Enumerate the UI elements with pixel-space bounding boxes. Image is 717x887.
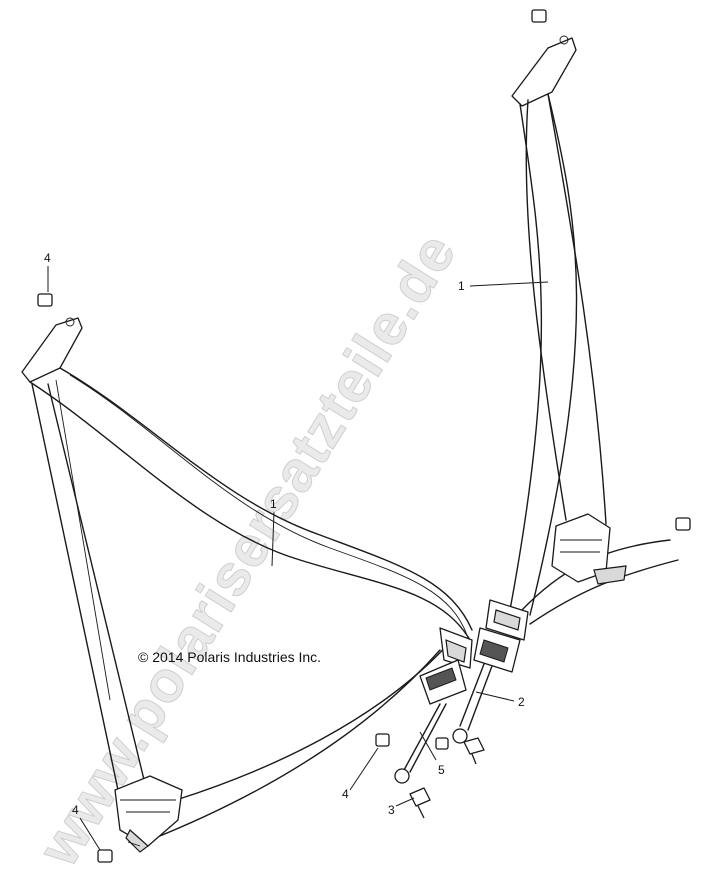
right-lap-strap-edge [529, 559, 679, 625]
nut-top-left [37, 293, 53, 307]
left-vertical-strap-inner [55, 379, 111, 701]
leader-4-bottom-left [79, 817, 101, 851]
buckle-5-button [425, 667, 457, 691]
cable-5 [403, 703, 447, 773]
cable-2 [459, 663, 493, 731]
callout-5: 5 [438, 763, 445, 777]
leader-1-left [271, 511, 275, 567]
leader-1-right [469, 281, 549, 287]
nut-top-right [531, 9, 547, 23]
bolt-3 [409, 787, 431, 819]
left-shoulder-strap [29, 381, 471, 641]
left-retractor [114, 775, 183, 847]
callout-4-bottom-left: 4 [72, 803, 79, 817]
cable-5-eyelet [394, 768, 410, 784]
leader-5 [419, 731, 437, 761]
left-retractor-detail [120, 799, 176, 813]
callout-1-left: 1 [270, 497, 277, 511]
left-tongue-slot [445, 639, 467, 663]
left-lap-strap [149, 649, 441, 841]
right-strap-1-edge [529, 93, 578, 616]
right-retractor-detail [560, 539, 602, 553]
left-anchor-bolt [65, 317, 75, 327]
right-strap-2-edge [547, 93, 607, 525]
right-strap-2 [525, 99, 567, 521]
left-lap-strap-edge [175, 639, 453, 801]
buckle-group [375, 627, 521, 819]
callout-3: 3 [388, 803, 395, 817]
right-upper-anchor [511, 37, 577, 107]
left-shoulder-strap-edge [59, 367, 473, 631]
left-retractor-mount [125, 829, 149, 853]
left-vertical-strap-edge [47, 383, 147, 789]
left-upper-anchor [21, 317, 83, 383]
nut-center-2 [435, 737, 449, 750]
right-retractor-mount [593, 565, 627, 585]
callout-4-center: 4 [342, 787, 349, 801]
right-seatbelt [485, 9, 691, 641]
leader-3 [395, 797, 415, 807]
bolt-3b [463, 737, 485, 765]
callout-4-top-left: 4 [44, 251, 51, 265]
leader-4-center [349, 747, 379, 791]
buckle-2-button [479, 639, 509, 663]
right-anchor-bolt [559, 35, 569, 45]
callout-2: 2 [518, 695, 525, 709]
right-tongue-slot [493, 609, 521, 631]
leader-2 [475, 691, 515, 702]
copyright-text: © 2014 Polaris Industries Inc. [138, 649, 321, 665]
right-strap-1 [509, 103, 543, 611]
nut-right [675, 517, 691, 531]
left-stud [127, 841, 141, 847]
nut-bottom-left [97, 849, 113, 863]
left-vertical-strap [31, 383, 119, 791]
callouts: 4 1 1 2 5 4 3 4 [44, 251, 549, 851]
nut-center [375, 733, 390, 747]
left-seatbelt [21, 293, 473, 863]
cable-2-eyelet [452, 728, 468, 744]
callout-1-right: 1 [458, 279, 465, 293]
left-shoulder-strap-inner [69, 374, 469, 639]
